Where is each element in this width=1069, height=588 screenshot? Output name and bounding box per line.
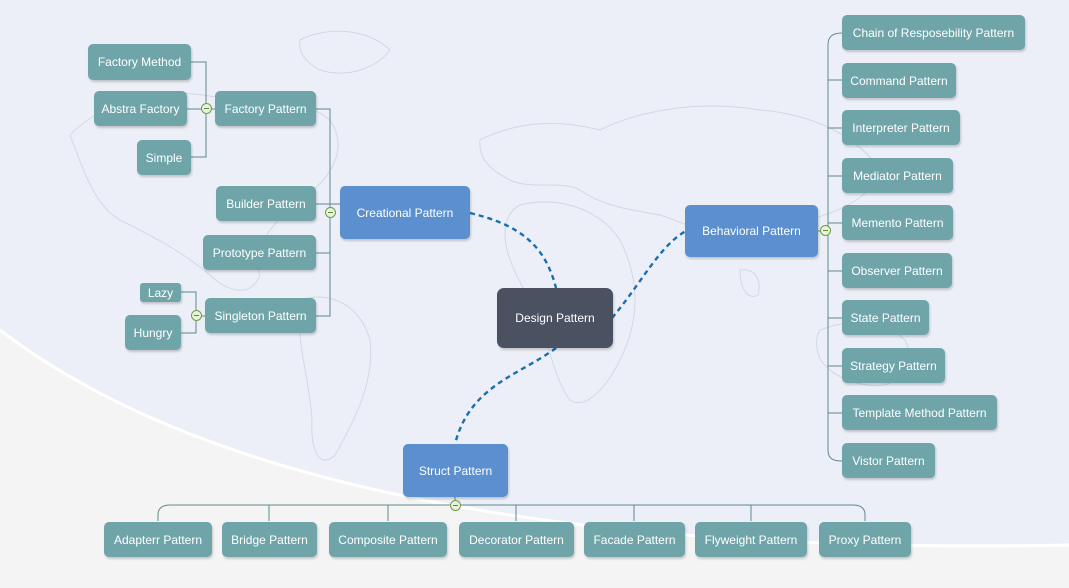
node-label: Interpreter Pattern bbox=[852, 120, 950, 135]
root-node[interactable]: Design Pattern bbox=[497, 288, 613, 348]
node-decorator[interactable]: Decorator Pattern bbox=[459, 522, 574, 557]
link-root-creational bbox=[469, 211, 558, 289]
node-memento[interactable]: Memento Pattern bbox=[842, 205, 953, 240]
node-label: Chain of Resposebility Pattern bbox=[852, 25, 1015, 40]
node-proxy[interactable]: Proxy Pattern bbox=[819, 522, 911, 557]
node-label: Command Pattern bbox=[850, 73, 948, 88]
node-label: Hungry bbox=[133, 325, 173, 340]
node-label: State Pattern bbox=[850, 310, 921, 325]
collapse-behavioral-button[interactable] bbox=[820, 225, 831, 236]
node-strategy[interactable]: Strategy Pattern bbox=[842, 348, 945, 383]
node-lazy[interactable]: Lazy bbox=[140, 283, 181, 302]
node-composite[interactable]: Composite Pattern bbox=[329, 522, 447, 557]
node-label: Prototype Pattern bbox=[212, 245, 307, 260]
branch-behavioral-label: Behavioral Pattern bbox=[702, 224, 801, 238]
node-label: Singleton Pattern bbox=[214, 308, 307, 323]
node-mediator[interactable]: Mediator Pattern bbox=[842, 158, 953, 193]
node-label: Proxy Pattern bbox=[828, 532, 902, 547]
root-branch-links bbox=[453, 211, 687, 445]
collapse-struct-button[interactable] bbox=[450, 500, 461, 511]
node-label: Adapterr Pattern bbox=[113, 532, 203, 547]
node-label: Memento Pattern bbox=[851, 215, 944, 230]
node-label: Template Method Pattern bbox=[852, 405, 987, 420]
node-label: Facade Pattern bbox=[593, 532, 676, 547]
branch-creational-label: Creational Pattern bbox=[356, 205, 454, 220]
link-root-behavioral bbox=[611, 229, 687, 319]
branch-struct[interactable]: Struct Pattern bbox=[403, 444, 508, 497]
node-vistor[interactable]: Vistor Pattern bbox=[842, 443, 935, 478]
node-label: Decorator Pattern bbox=[469, 532, 564, 547]
node-label: Bridge Pattern bbox=[231, 532, 308, 547]
node-state[interactable]: State Pattern bbox=[842, 300, 929, 335]
collapse-factory-button[interactable] bbox=[201, 103, 212, 114]
node-interpreter[interactable]: Interpreter Pattern bbox=[842, 110, 960, 145]
root-node-label: Design Pattern bbox=[515, 311, 595, 325]
node-command[interactable]: Command Pattern bbox=[842, 63, 956, 98]
node-label: Simple bbox=[145, 150, 183, 165]
node-prototype-pattern[interactable]: Prototype Pattern bbox=[203, 235, 316, 270]
node-bridge[interactable]: Bridge Pattern bbox=[222, 522, 317, 557]
node-observer[interactable]: Observer Pattern bbox=[842, 253, 952, 288]
node-builder-pattern[interactable]: Builder Pattern bbox=[216, 186, 316, 221]
node-abstra-factory[interactable]: Abstra Factory bbox=[94, 91, 187, 126]
node-label: Observer Pattern bbox=[851, 263, 943, 278]
node-label: Builder Pattern bbox=[226, 196, 306, 211]
collapse-creational-button[interactable] bbox=[325, 207, 336, 218]
node-label: Composite Pattern bbox=[338, 532, 438, 547]
node-singleton-pattern[interactable]: Singleton Pattern bbox=[205, 298, 316, 333]
node-hungry[interactable]: Hungry bbox=[125, 315, 181, 350]
node-chain-of-responsibility[interactable]: Chain of Resposebility Pattern bbox=[842, 15, 1025, 50]
node-facade[interactable]: Facade Pattern bbox=[584, 522, 685, 557]
node-label: Factory Method bbox=[97, 55, 182, 69]
node-label: Flyweight Pattern bbox=[704, 532, 798, 547]
node-flyweight[interactable]: Flyweight Pattern bbox=[695, 522, 807, 557]
node-factory-method[interactable]: Factory Method bbox=[88, 44, 191, 80]
node-label: Mediator Pattern bbox=[853, 168, 942, 183]
node-factory-pattern[interactable]: Factory Pattern bbox=[215, 91, 316, 126]
node-template-method[interactable]: Template Method Pattern bbox=[842, 395, 997, 430]
node-adapter[interactable]: Adapterr Pattern bbox=[104, 522, 212, 557]
branch-behavioral[interactable]: Behavioral Pattern bbox=[685, 205, 818, 257]
node-label: Factory Pattern bbox=[224, 101, 307, 116]
node-label: Lazy bbox=[147, 285, 174, 300]
branch-struct-label: Struct Pattern bbox=[418, 463, 493, 478]
collapse-singleton-button[interactable] bbox=[191, 310, 202, 321]
node-simple[interactable]: Simple bbox=[137, 140, 191, 175]
node-label: Vistor Pattern bbox=[852, 453, 925, 468]
branch-creational[interactable]: Creational Pattern bbox=[340, 186, 470, 239]
node-label: Strategy Pattern bbox=[850, 358, 937, 373]
node-label: Abstra Factory bbox=[101, 101, 180, 116]
